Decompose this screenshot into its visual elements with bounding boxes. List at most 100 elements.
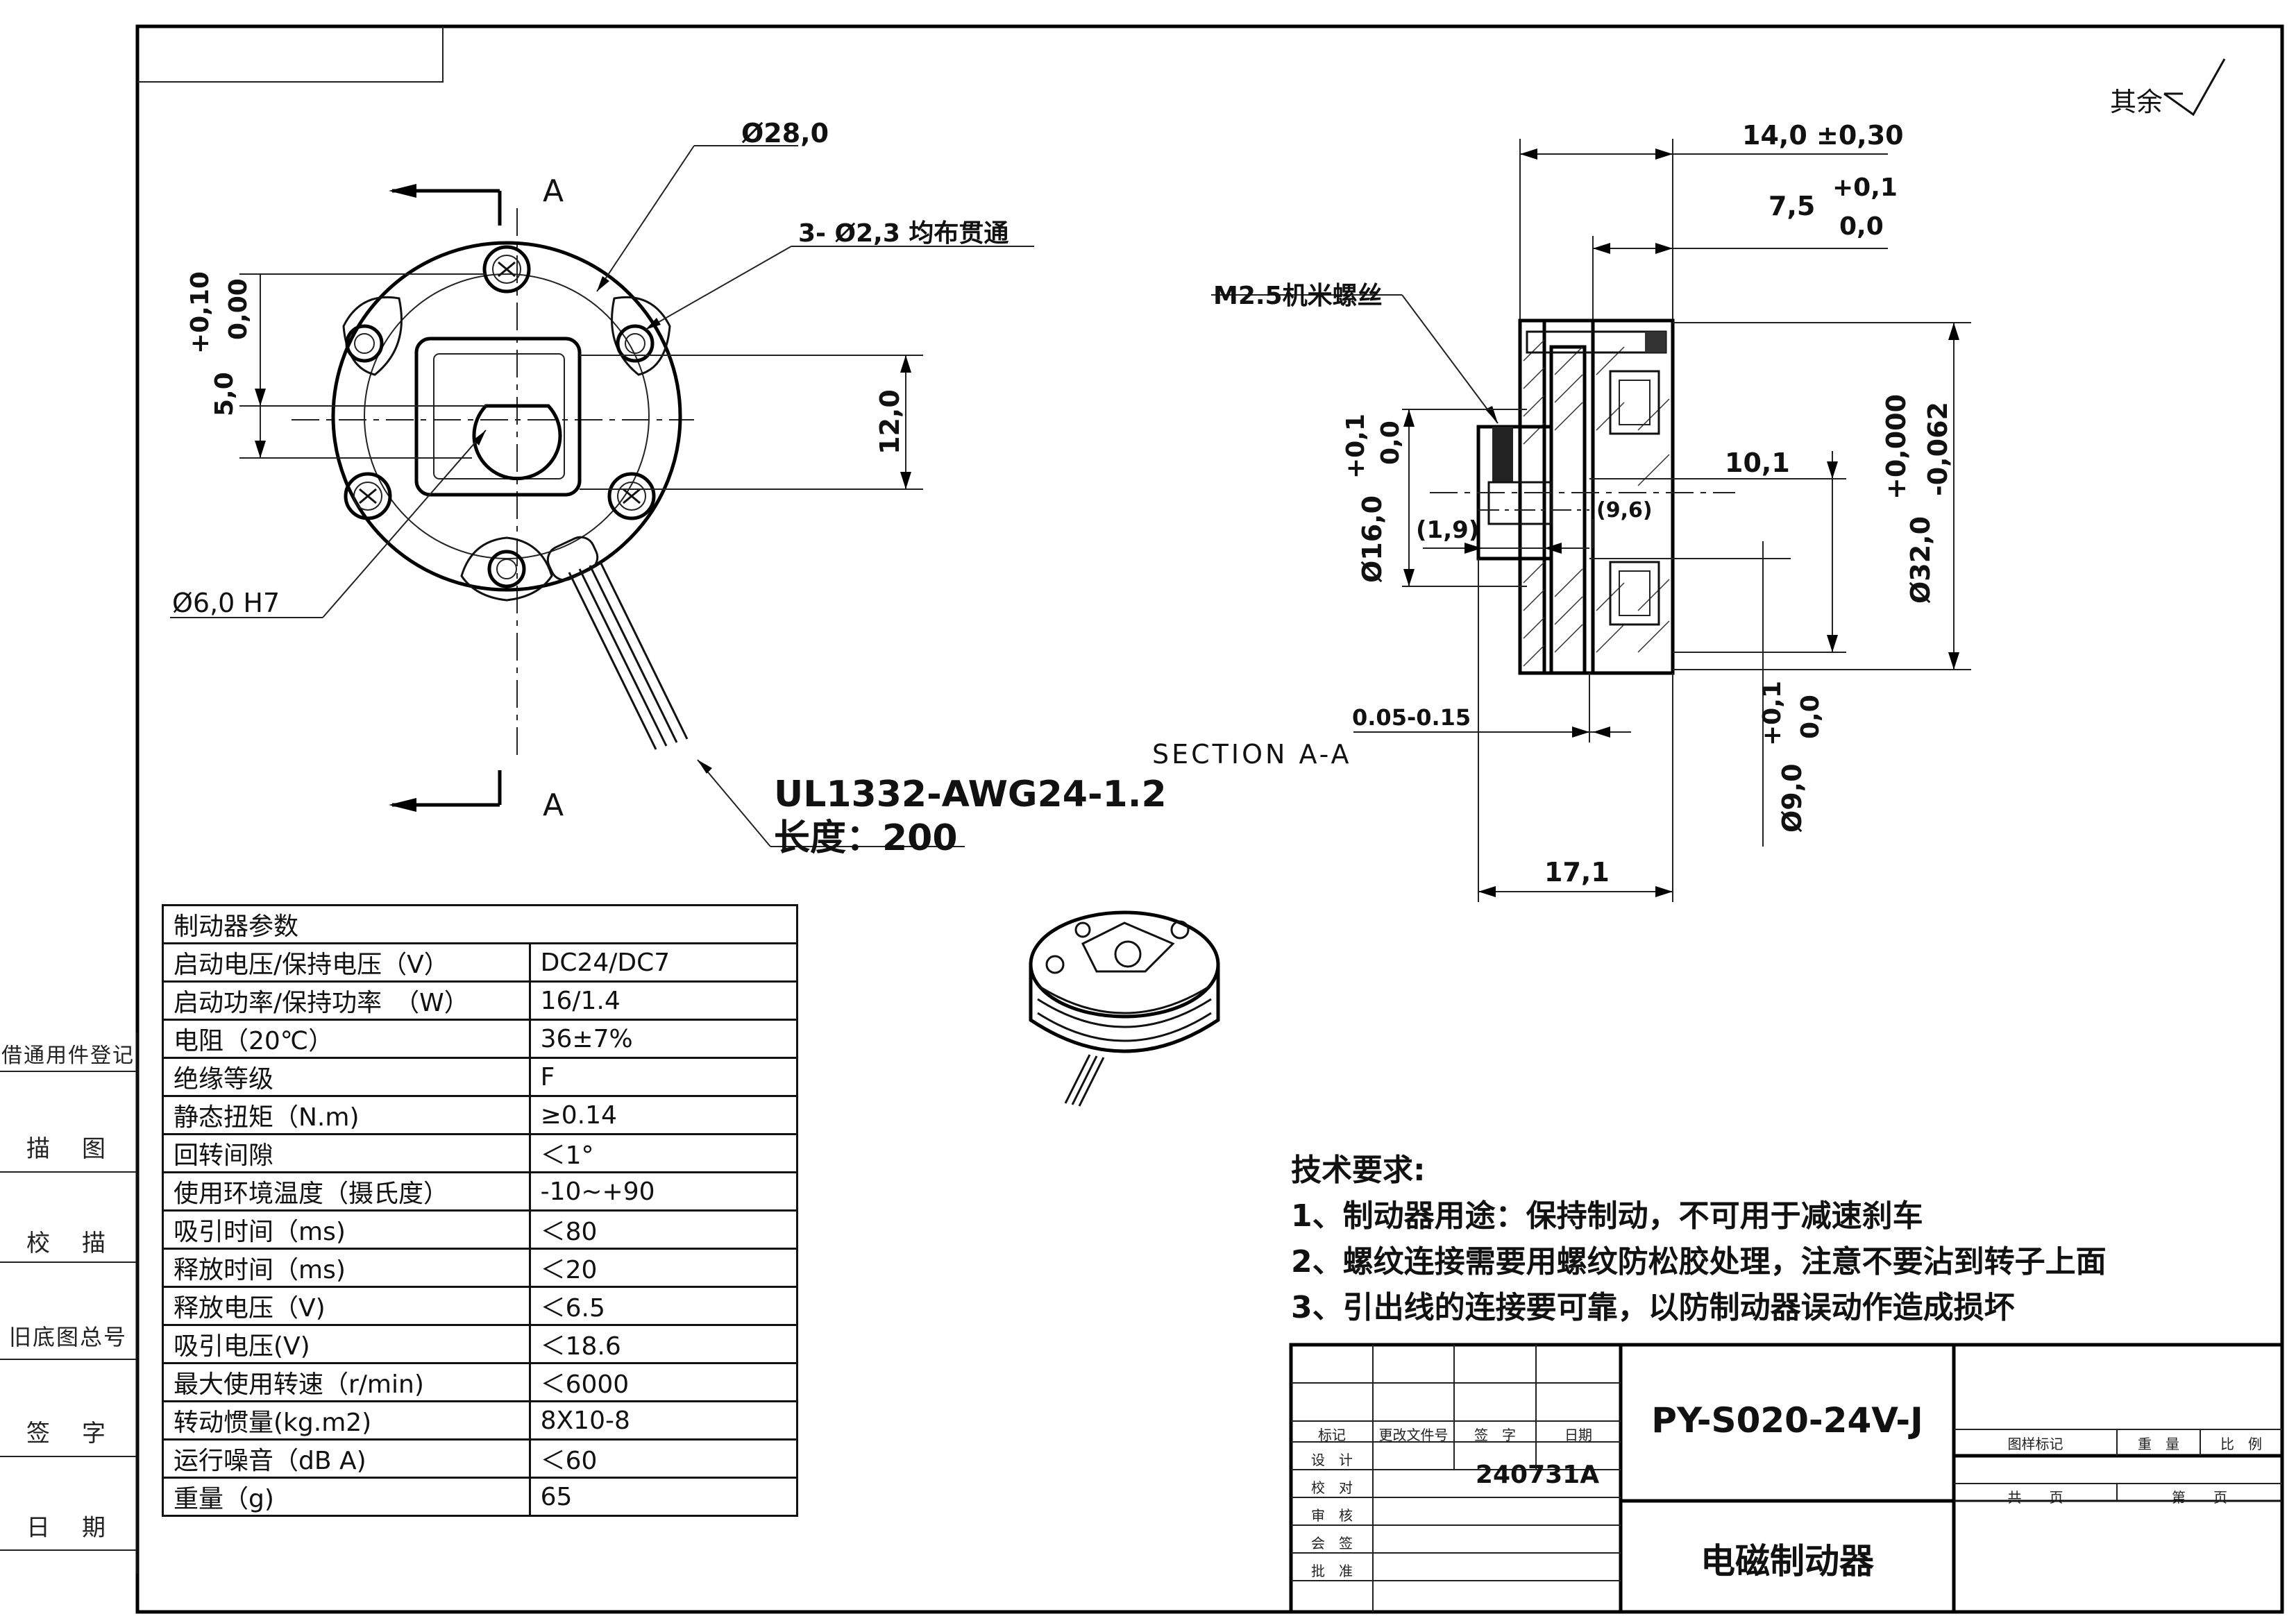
section-view: 14,0 ±0,30 7,5 +0,1 0,0 M2.5机米螺丝 xyxy=(1152,120,1971,902)
dim-length: 17,1 xyxy=(1544,857,1610,887)
section-label: SECTION A-A xyxy=(1152,739,1352,770)
parameter-value: 65 xyxy=(528,1477,799,1517)
roughness-symbol xyxy=(2163,58,2226,117)
parameter-value: ＜60 xyxy=(528,1438,799,1479)
dim-outer-dia-leader xyxy=(596,145,695,292)
parameter-row: 转动惯量(kg.m2)8X10-8 xyxy=(162,1400,799,1441)
parameter-name: 运行噪音（dB A) xyxy=(162,1438,531,1479)
tb-label-drawing-mark: 图样标记 xyxy=(2007,1436,2063,1452)
top-left-box xyxy=(137,26,444,83)
parameter-row: 释放电压（V)＜6.5 xyxy=(162,1286,799,1326)
dim-width-part: 7,5 xyxy=(1769,191,1815,221)
parameter-value: -10~+90 xyxy=(528,1171,799,1212)
dim-airgap: 0.05-0.15 xyxy=(1352,704,1471,731)
tb-label-total: 共 页 xyxy=(2007,1489,2063,1506)
part-name: 电磁制动器 xyxy=(1700,1541,1874,1581)
front-view: A A xyxy=(170,118,1167,859)
dim-bore-tol-upper: +0,1 xyxy=(1758,681,1787,746)
dim-holes: 3- Ø2,3 均布贯通 xyxy=(798,219,1008,248)
parameter-name: 吸引时间（ms) xyxy=(162,1209,531,1250)
dim-flat-tol-lower: 0,00 xyxy=(224,278,253,340)
tb-label-date: 日期 xyxy=(1564,1427,1592,1443)
parameter-value: ＜80 xyxy=(528,1209,799,1250)
parameter-row: 吸引时间（ms)＜80 xyxy=(162,1209,799,1250)
tb-label-approve: 批 准 xyxy=(1311,1563,1353,1579)
parameter-row: 释放时间（ms)＜20 xyxy=(162,1248,799,1288)
dim-inner: (9,6) xyxy=(1596,498,1653,522)
side-cell-3: 校 描 xyxy=(26,1230,110,1257)
parameter-row: 静态扭矩（N.m)≥0.14 xyxy=(162,1095,799,1135)
dim-hub-tol-lower: 0,0 xyxy=(1376,420,1405,465)
parameter-name: 转动惯量(kg.m2) xyxy=(162,1400,531,1441)
tb-label-check: 校 对 xyxy=(1311,1479,1353,1496)
parameter-name: 吸引电压(V) xyxy=(162,1324,531,1364)
parameter-row: 吸引电压(V)＜18.6 xyxy=(162,1324,799,1364)
parameter-name: 绝缘等级 xyxy=(162,1057,531,1097)
side-cell-1: 借通用件登记 xyxy=(1,1044,135,1068)
parameter-row: 重量（g)65 xyxy=(162,1477,799,1517)
dim-hub-dia: Ø16,0 xyxy=(1357,495,1387,583)
cable-length: 长度：200 xyxy=(774,817,958,859)
dim-width-part-tol-upper: +0,1 xyxy=(1832,173,1898,202)
tb-label-page: 第 页 xyxy=(2172,1489,2227,1506)
tb-label-weight: 重 量 xyxy=(2138,1436,2179,1452)
parameter-value: ＜1° xyxy=(528,1133,799,1173)
dim-flat-tol-upper: +0,10 xyxy=(186,271,214,354)
dim-flat: 5,0 xyxy=(210,372,239,416)
parameter-value: 36±7% xyxy=(528,1019,799,1059)
tech-requirement-2: 2、螺纹连接需要用螺纹防松胶处理，注意不要沾到转子上面 xyxy=(1291,1244,2107,1280)
dim-outer-tol-upper: +0,000 xyxy=(1881,394,1911,500)
tb-label-design: 设 计 xyxy=(1311,1452,1353,1468)
isometric-view xyxy=(1029,910,1220,1107)
parameter-value: ＜18.6 xyxy=(528,1324,799,1364)
parameter-row: 最大使用转速（r/min)＜6000 xyxy=(162,1362,799,1402)
part-number: PY-S020-24V-J xyxy=(1651,1400,1923,1441)
parameter-name: 释放电压（V) xyxy=(162,1286,531,1326)
parameter-name: 启动功率/保持功率 （W） xyxy=(162,980,531,1021)
parameter-row: 启动电压/保持电压（V）DC24/DC7 xyxy=(162,942,799,983)
dim-hub-tol-upper: +0,1 xyxy=(1342,414,1370,479)
tech-requirements-title: 技术要求: xyxy=(1291,1153,1426,1188)
tb-label-mark: 标记 xyxy=(1318,1427,1346,1443)
parameter-value: F xyxy=(528,1057,799,1097)
tech-requirement-3: 3、引出线的连接要可靠，以防制动器误动作造成损坏 xyxy=(1291,1290,2015,1325)
parameter-table-header: 制动器参数 xyxy=(162,904,798,944)
parameter-row: 运行噪音（dB A)＜60 xyxy=(162,1438,799,1479)
parameter-name: 静态扭矩（N.m) xyxy=(162,1095,531,1135)
dim-width-part-tol-lower: 0,0 xyxy=(1839,212,1884,241)
parameter-name: 释放时间（ms) xyxy=(162,1248,531,1288)
tb-label-signature: 签 字 xyxy=(1474,1427,1516,1443)
side-column: 借通用件登记 描 图 校 描 旧底图总号 签 字 日 期 xyxy=(0,1033,138,1574)
tb-label-countersign: 会 签 xyxy=(1311,1535,1353,1552)
title-block xyxy=(1289,1343,2284,1614)
parameter-value: ＜6.5 xyxy=(528,1286,799,1326)
parameter-name: 重量（g) xyxy=(162,1477,531,1517)
drawing-code: 240731A xyxy=(1475,1461,1600,1489)
parameter-name: 启动电压/保持电压（V） xyxy=(162,942,531,983)
parameter-row: 回转间隙＜1° xyxy=(162,1133,799,1173)
parameter-value: DC24/DC7 xyxy=(528,942,799,983)
dim-gap-h: 10,1 xyxy=(1725,448,1790,478)
parameter-table-title: 制动器参数 xyxy=(162,904,798,944)
parameter-name: 回转间隙 xyxy=(162,1133,531,1173)
parameter-row: 启动功率/保持功率 （W）16/1.4 xyxy=(162,980,799,1021)
parameter-value: ≥0.14 xyxy=(528,1095,799,1135)
dim-bore-tol-lower: 0,0 xyxy=(1796,695,1825,739)
tech-requirement-1: 1、制动器用途：保持制动，不可用于减速刹车 xyxy=(1291,1198,1923,1234)
parameter-name: 使用环境温度（摄氏度） xyxy=(162,1171,531,1212)
parameter-name: 电阻（20℃） xyxy=(162,1019,531,1059)
parameter-row: 使用环境温度（摄氏度）-10~+90 xyxy=(162,1171,799,1212)
parameter-value: ＜6000 xyxy=(528,1362,799,1402)
dim-width-total: 14,0 ±0,30 xyxy=(1742,120,1904,151)
sheet-frame xyxy=(135,24,2284,1614)
tb-label-review: 审 核 xyxy=(1311,1507,1353,1524)
side-cell-2: 描 图 xyxy=(26,1135,110,1163)
tb-label-scale: 比 例 xyxy=(2220,1436,2262,1452)
section-marker-top: A xyxy=(543,173,564,209)
dim-bore: Ø6,0 H7 xyxy=(172,588,280,618)
dim-bore-dia: Ø9,0 xyxy=(1777,763,1807,833)
side-cell-5: 签 字 xyxy=(26,1420,110,1447)
